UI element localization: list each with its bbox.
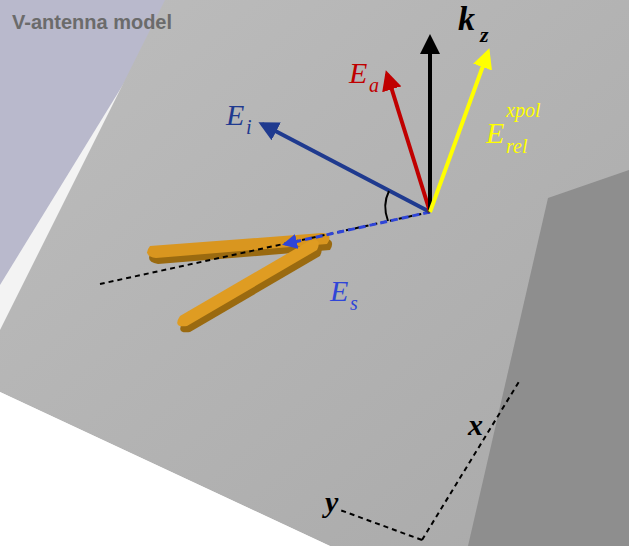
vector-symbol: E: [330, 276, 348, 306]
v-antenna: [147, 233, 332, 332]
ea-vector: [387, 74, 430, 212]
subscript: rel: [506, 136, 527, 156]
angle-arc: [385, 191, 389, 221]
kz-vector: [428, 38, 432, 212]
background-corner: [0, 392, 330, 546]
es-vector: [285, 212, 430, 244]
vector-symbol: E: [349, 58, 367, 88]
axis-label: y: [325, 487, 338, 517]
vector-symbol: k: [458, 2, 475, 36]
xpol-vector: [430, 52, 488, 212]
substrate-edge: [468, 170, 629, 546]
subscript: z: [480, 24, 489, 46]
subscript: a: [369, 75, 379, 95]
y-axis: [340, 510, 422, 540]
vector-symbol: E: [226, 100, 244, 130]
x-axis: [422, 380, 520, 540]
vector-symbol: E: [486, 118, 504, 148]
symmetry-axis: [100, 212, 430, 284]
axis-label: x: [468, 410, 483, 440]
superscript: xpol: [506, 100, 540, 120]
diagram-title: V-antenna model: [12, 12, 172, 32]
subscript: s: [350, 293, 358, 313]
subscript: i: [246, 117, 252, 137]
